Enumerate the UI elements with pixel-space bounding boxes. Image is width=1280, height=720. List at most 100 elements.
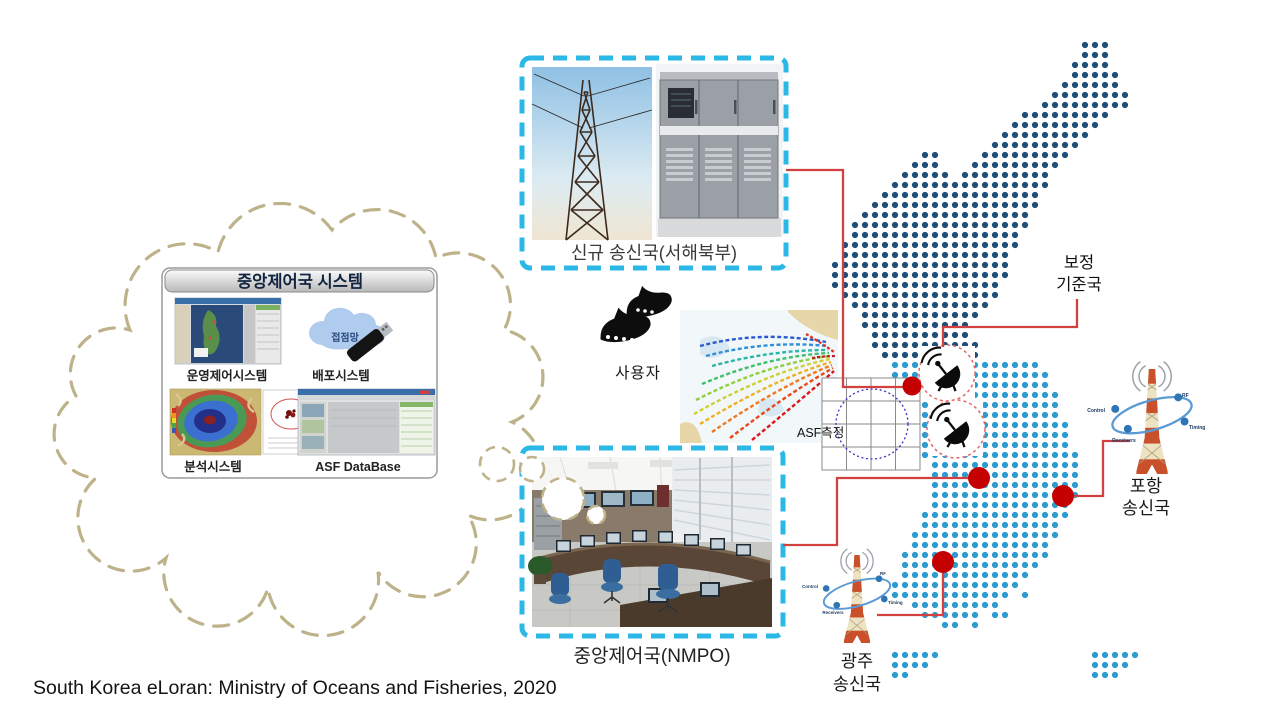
map-dot — [1041, 391, 1049, 399]
map-dot — [1021, 541, 1029, 549]
map-dot — [941, 501, 949, 509]
map-dot — [931, 261, 939, 269]
map-dot — [901, 331, 909, 339]
map-dot — [961, 491, 969, 499]
map-dot — [901, 251, 909, 259]
map-dot — [891, 591, 899, 599]
map-dot — [991, 381, 999, 389]
map-dot — [931, 301, 939, 309]
map-dot — [851, 271, 859, 279]
map-dot — [931, 461, 939, 469]
item1-label: 운영제어시스템 — [187, 368, 268, 383]
station-markers — [902, 376, 1074, 573]
map-dot — [911, 171, 919, 179]
map-dot — [931, 181, 939, 189]
map-dot — [941, 201, 949, 209]
map-dot — [1041, 491, 1049, 499]
pohang-tower: Control Receivers Timing RF 포항 송신국 — [1087, 362, 1205, 518]
map-dot — [1021, 481, 1029, 489]
map-dot — [1001, 201, 1009, 209]
map-dot — [931, 191, 939, 199]
map-dot — [991, 241, 999, 249]
map-dot — [871, 271, 879, 279]
map-dot — [891, 361, 899, 369]
map-dot — [961, 191, 969, 199]
map-dot — [1011, 361, 1019, 369]
line-ref-station — [941, 299, 1079, 347]
map-dot — [961, 251, 969, 259]
map-dot — [1041, 101, 1049, 109]
map-dot — [931, 471, 939, 479]
map-dot — [911, 231, 919, 239]
map-dot — [1031, 431, 1039, 439]
tower-tag-rf: RF — [880, 571, 886, 576]
map-dot — [911, 241, 919, 249]
map-dot — [1071, 81, 1079, 89]
map-dot — [1061, 471, 1069, 479]
map-dot — [901, 211, 909, 219]
map-dot — [961, 221, 969, 229]
map-dot — [831, 261, 839, 269]
map-dot — [931, 231, 939, 239]
map-dot — [931, 591, 939, 599]
map-dot — [921, 211, 929, 219]
map-dot — [941, 241, 949, 249]
map-dot — [1031, 121, 1039, 129]
map-dot — [861, 211, 869, 219]
analysis-contour-screenshot — [169, 388, 318, 456]
map-dot — [1051, 471, 1059, 479]
map-dot — [1121, 661, 1129, 669]
map-dot — [1061, 101, 1069, 109]
cloud-network-text: 접점망 — [331, 331, 359, 344]
map-dot — [951, 211, 959, 219]
map-dot — [911, 601, 919, 609]
map-dot — [981, 231, 989, 239]
user-label: 사용자 — [615, 364, 661, 382]
map-dot — [951, 571, 959, 579]
map-dot — [1001, 611, 1009, 619]
map-dot — [971, 551, 979, 559]
map-dot — [911, 651, 919, 659]
map-dot — [931, 271, 939, 279]
map-dot — [991, 551, 999, 559]
line-nmpo — [783, 476, 970, 547]
map-dot — [951, 261, 959, 269]
map-dot — [1051, 421, 1059, 429]
map-dot — [971, 231, 979, 239]
map-dot — [951, 621, 959, 629]
map-dot — [951, 271, 959, 279]
map-dot — [971, 271, 979, 279]
map-dot — [871, 211, 879, 219]
map-dot — [1071, 451, 1079, 459]
pohang-label-2: 송신국 — [1122, 498, 1170, 518]
map-dot — [1051, 101, 1059, 109]
map-dot — [1021, 421, 1029, 429]
map-dot — [851, 261, 859, 269]
map-dot — [921, 431, 929, 439]
map-dot — [1071, 91, 1079, 99]
connector-lines — [783, 168, 1130, 617]
map-dot — [991, 401, 999, 409]
map-dot — [891, 221, 899, 229]
asf-measure-grid: ASF측정 — [797, 377, 921, 471]
map-dot — [991, 441, 999, 449]
map-dot — [1021, 111, 1029, 119]
map-dot — [991, 571, 999, 579]
line-gwangju — [877, 571, 945, 617]
tower-tag-rf: RF — [1182, 393, 1189, 399]
map-dot — [921, 591, 929, 599]
map-dot — [891, 261, 899, 269]
map-dot — [991, 271, 999, 279]
asf-database-screenshot — [297, 388, 436, 456]
map-dot — [1001, 151, 1009, 159]
map-dot — [991, 541, 999, 549]
map-dot — [1071, 101, 1079, 109]
map-dot — [1101, 671, 1109, 679]
map-dot — [981, 451, 989, 459]
map-dot — [1061, 121, 1069, 129]
map-dot — [951, 221, 959, 229]
map-dot — [991, 511, 999, 519]
map-dot — [971, 621, 979, 629]
